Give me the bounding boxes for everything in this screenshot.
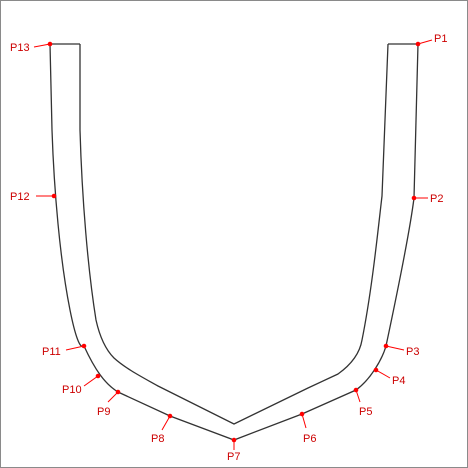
p4-marker [373, 367, 379, 373]
p6-marker [299, 411, 305, 417]
p12-marker [51, 193, 57, 199]
p3-marker [383, 343, 389, 349]
p10-label: P10 [62, 384, 82, 396]
p9-marker [115, 389, 121, 395]
p7-marker [231, 437, 237, 443]
outer-hull-outline [49, 43, 419, 441]
p13-marker [47, 41, 53, 47]
p8-marker [167, 413, 173, 419]
p1-leader [417, 39, 433, 45]
p3-label: P3 [406, 346, 419, 358]
p12-label: P12 [10, 191, 30, 203]
p8-leader [161, 415, 171, 431]
p7-label: P7 [227, 451, 240, 463]
p13-leader [33, 43, 51, 48]
p1-label: P1 [434, 33, 447, 45]
p5-marker [353, 387, 359, 393]
p1-marker [415, 41, 421, 47]
p9-label: P9 [97, 406, 110, 418]
inner-hull-outline [79, 43, 389, 425]
p6-label: P6 [303, 433, 316, 445]
p11-marker [81, 343, 87, 349]
p3-leader [385, 345, 405, 351]
p4-label: P4 [392, 375, 405, 387]
p2-marker [411, 195, 417, 201]
p5-label: P5 [359, 406, 372, 418]
p4-leader [375, 369, 391, 379]
p8-label: P8 [151, 433, 164, 445]
p2-label: P2 [430, 193, 443, 205]
p10-leader [83, 375, 99, 387]
p11-leader [65, 345, 85, 351]
p11-label: P11 [42, 346, 61, 358]
p13-label: P13 [10, 42, 30, 54]
p6-leader [301, 413, 307, 429]
p9-leader [107, 391, 119, 403]
p10-marker [95, 373, 101, 379]
